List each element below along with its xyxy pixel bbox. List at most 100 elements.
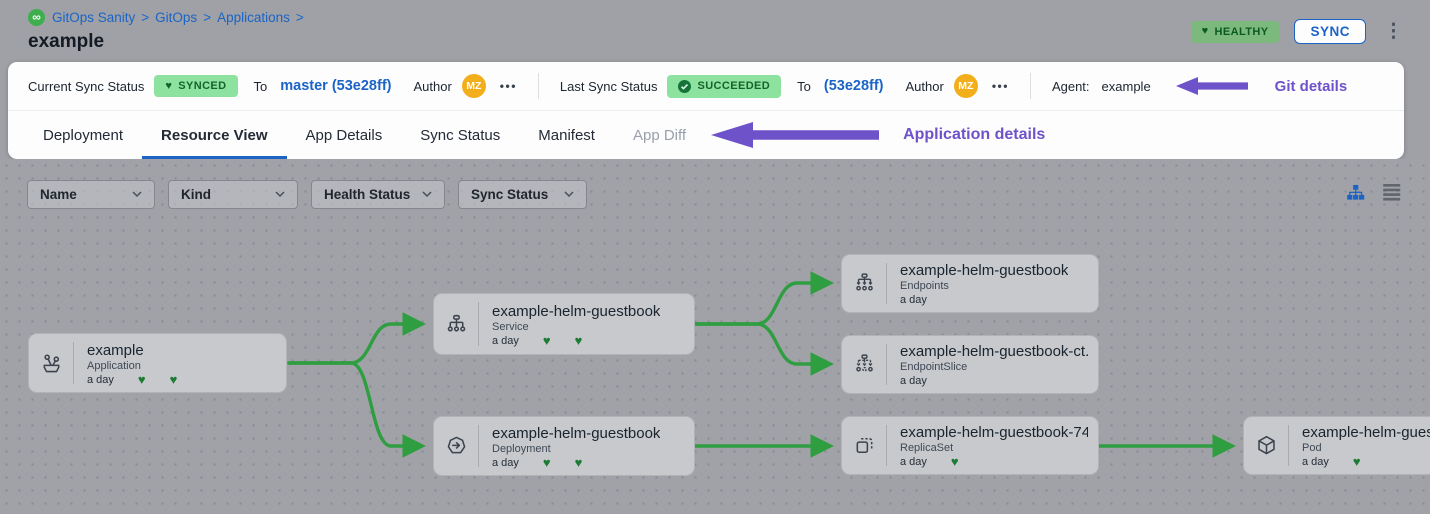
node-age: a day [492, 334, 519, 347]
more-actions-icon[interactable]: ••• [991, 79, 1009, 93]
resource-node-pod[interactable]: example-helm-guest Pod a day ♥ [1243, 416, 1430, 475]
node-kind: Pod [1302, 442, 1322, 454]
breadcrumb-link-gitops[interactable]: GitOps [155, 10, 198, 25]
service-icon [447, 314, 465, 331]
check-circle-icon [678, 79, 692, 93]
succeeded-badge-label: SUCCEEDED [697, 80, 771, 92]
node-age: a day [900, 375, 927, 387]
node-kind: Service [492, 320, 529, 333]
heart-icon: ♥ [542, 332, 551, 348]
node-age: a day [1302, 456, 1329, 468]
health-hearts: ♥♥ [542, 332, 582, 348]
app-tabs: Deployment Resource View App Details Syn… [8, 111, 1404, 159]
git-details-annotation: Git details [1274, 77, 1348, 95]
tab-deployment[interactable]: Deployment [43, 126, 124, 144]
breadcrumb-separator: > [141, 10, 150, 25]
node-title: example-helm-guestbook [492, 424, 661, 442]
node-title: example-helm-guestbook [492, 302, 661, 320]
list-view-icon[interactable] [1383, 184, 1402, 201]
current-sync-status-label: Current Sync Status [28, 78, 145, 94]
health-hearts: ♥ [1353, 455, 1361, 468]
node-age: a day [900, 456, 927, 468]
author-label: Author [905, 78, 944, 94]
node-kind: ReplicaSet [900, 442, 954, 454]
tab-app-diff[interactable]: App Diff [632, 126, 687, 144]
author-label: Author [413, 78, 452, 94]
tree-view-icon[interactable] [1346, 183, 1365, 202]
health-hearts: ♥♥ [137, 371, 177, 387]
chevron-down-icon [275, 191, 285, 198]
heart-icon: ♥ [950, 454, 959, 470]
heart-icon: ♥ [165, 79, 173, 92]
node-title: example-helm-guestbook-ct... [900, 343, 1088, 360]
tab-manifest[interactable]: Manifest [538, 126, 595, 144]
breadcrumb-separator: > [203, 10, 212, 25]
endpoints-icon [855, 273, 873, 291]
breadcrumb-link-runtime[interactable]: GitOps Sanity [52, 10, 136, 25]
filter-kind-dropdown[interactable]: Kind [168, 180, 298, 209]
resource-node-replicaset[interactable]: example-helm-guestbook-74... ReplicaSet … [841, 416, 1099, 475]
agent-value: example [1101, 78, 1151, 94]
filter-label: Kind [181, 187, 211, 202]
node-title: example-helm-guest [1302, 424, 1430, 441]
resource-node-deployment[interactable]: example-helm-guestbook Deployment a day … [433, 416, 695, 476]
view-toggles [1346, 183, 1402, 202]
succeeded-badge: SUCCEEDED [667, 74, 782, 98]
filter-sync-status-dropdown[interactable]: Sync Status [458, 180, 587, 209]
replicaset-icon [856, 438, 872, 453]
app-status-card: Current Sync Status ♥ SYNCED To master (… [8, 62, 1404, 159]
page-title: example [28, 31, 105, 52]
filter-bar: Name Kind Health Status Sync Status [27, 180, 587, 209]
current-revision-link[interactable]: master (53e28ff) [280, 78, 392, 94]
author-avatar: MZ [953, 74, 978, 98]
node-age: a day [87, 373, 114, 386]
application-icon [43, 353, 59, 372]
resource-node-service[interactable]: example-helm-guestbook Service a day ♥♥ [433, 293, 695, 355]
last-revision-link[interactable]: (53e28ff) [823, 78, 884, 94]
filter-health-status-dropdown[interactable]: Health Status [311, 180, 445, 209]
health-hearts: ♥♥ [542, 454, 582, 470]
to-label: To [253, 78, 268, 94]
author-avatar: MZ [461, 74, 486, 98]
breadcrumb-link-applications[interactable]: Applications [217, 10, 290, 25]
chevron-down-icon [564, 191, 574, 198]
node-age: a day [900, 294, 927, 306]
annotation-arrow-icon [711, 122, 880, 148]
endpointslice-icon [855, 354, 873, 372]
app-header: ∞ GitOps Sanity > GitOps > Applications … [0, 0, 1430, 62]
more-actions-icon[interactable]: ••• [499, 79, 517, 93]
filter-label: Sync Status [471, 187, 549, 202]
pod-icon [1257, 435, 1275, 455]
divider [1029, 73, 1031, 99]
heart-icon: ♥ [137, 371, 146, 387]
node-title: example [87, 341, 144, 359]
resource-node-application[interactable]: example Application a day ♥♥ [28, 333, 287, 393]
synced-badge-label: SYNCED [178, 80, 227, 92]
kebab-menu-icon[interactable]: ⋮ [1384, 21, 1403, 42]
divider [537, 73, 539, 99]
chevron-down-icon [132, 191, 142, 198]
filter-label: Name [40, 187, 77, 202]
sync-button[interactable]: SYNC [1294, 19, 1366, 44]
health-badge-label: HEALTHY [1214, 25, 1269, 38]
breadcrumb: GitOps Sanity > GitOps > Applications > [52, 10, 304, 25]
resource-node-endpoints[interactable]: example-helm-guestbook Endpoints a day [841, 254, 1099, 313]
agent-label: Agent: [1051, 78, 1090, 94]
filter-name-dropdown[interactable]: Name [27, 180, 155, 209]
node-kind: Application [87, 359, 141, 372]
application-details-annotation: Application details [903, 126, 1046, 143]
resource-node-endpointslice[interactable]: example-helm-guestbook-ct... EndpointSli… [841, 335, 1099, 394]
tab-app-details[interactable]: App Details [305, 126, 383, 144]
tab-resource-view[interactable]: Resource View [142, 111, 287, 159]
last-sync-status-label: Last Sync Status [559, 78, 658, 94]
node-kind: Deployment [492, 442, 551, 455]
heart-icon: ♥ [542, 454, 551, 470]
tab-sync-status[interactable]: Sync Status [420, 126, 501, 144]
to-label: To [797, 78, 811, 94]
chevron-down-icon [422, 191, 432, 198]
node-age: a day [492, 456, 519, 469]
health-status-badge: ♥ HEALTHY [1190, 20, 1280, 43]
sync-status-bar: Current Sync Status ♥ SYNCED To master (… [8, 62, 1404, 111]
filter-label: Health Status [324, 187, 411, 202]
resource-tree-canvas[interactable]: Name Kind Health Status Sync Status exam [0, 159, 1430, 514]
